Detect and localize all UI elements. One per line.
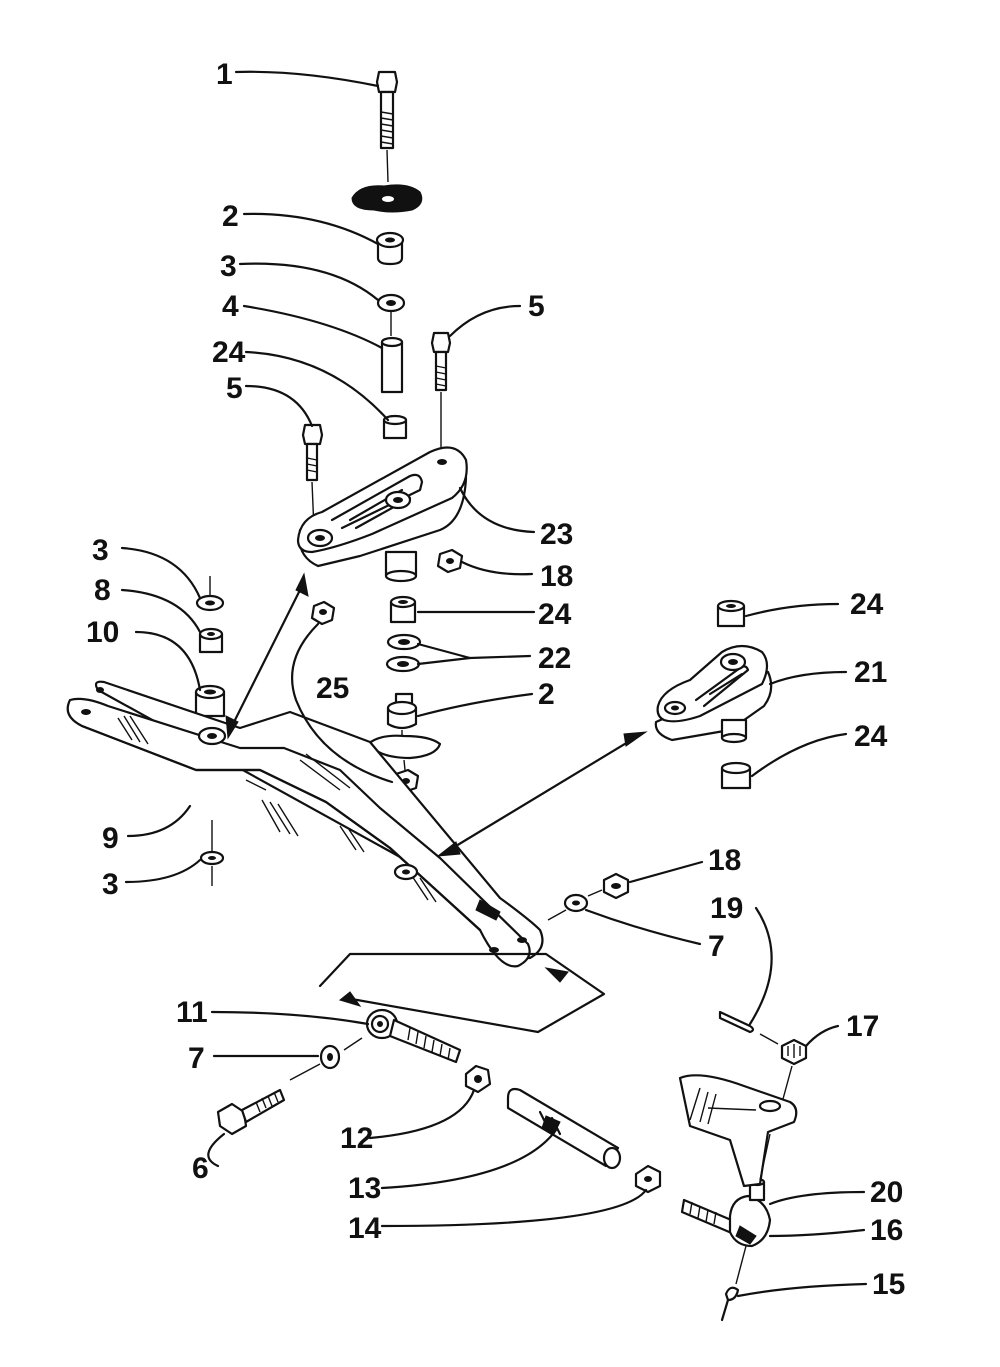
callout-15: 15	[872, 1268, 905, 1301]
part-bushing-24-right-top	[716, 599, 746, 628]
part-pivot-bracket-23	[296, 446, 468, 583]
part-bushing-8	[198, 627, 224, 654]
callout-8: 8	[94, 574, 111, 607]
part-washer-7-left	[319, 1044, 341, 1070]
callout-7-left: 7	[188, 1042, 205, 1075]
callout-23: 23	[540, 518, 573, 551]
callout-labels: 1 2 3 4 5 24 5 23 18 3 8 10 24 22 25 2 2…	[86, 58, 905, 1301]
callout-5-right: 5	[528, 290, 545, 323]
part-washer-3-bottom	[199, 850, 225, 866]
part-bolt-5-right	[430, 331, 452, 392]
part-nut-14	[634, 1164, 662, 1194]
part-cotter-pin-19	[718, 1010, 755, 1034]
callout-6: 6	[192, 1152, 209, 1185]
part-bushing-24-right-bottom	[720, 761, 752, 790]
assembly-arrow-left	[225, 572, 309, 740]
part-bushing-24-top	[382, 414, 408, 440]
detail-bracket	[318, 952, 606, 1034]
part-washer-3-left	[195, 594, 225, 612]
callout-5-left: 5	[226, 372, 243, 405]
part-bushing-10	[194, 684, 226, 718]
part-bolt-1	[375, 70, 399, 150]
callout-4: 4	[222, 290, 239, 323]
part-nut-18-lower	[602, 872, 630, 900]
callout-17: 17	[846, 1010, 879, 1043]
part-spindle-arm-20	[678, 1074, 798, 1188]
callout-21: 21	[854, 656, 887, 689]
callout-2-top: 2	[222, 200, 239, 233]
part-tie-rod-end-16	[680, 1177, 772, 1248]
part-spacer-4	[380, 336, 404, 394]
callout-18-lower: 18	[708, 844, 741, 877]
part-nut-12	[464, 1064, 492, 1094]
callout-12: 12	[340, 1122, 373, 1155]
callout-3-top: 3	[220, 250, 237, 283]
callout-10: 10	[86, 616, 119, 649]
part-nut-18-upper	[436, 548, 464, 574]
part-arm-9	[66, 680, 544, 968]
callout-25: 25	[316, 672, 349, 705]
callout-22: 22	[538, 642, 571, 675]
callout-7-right: 7	[708, 930, 725, 963]
callout-20: 20	[870, 1176, 903, 1209]
part-rod-end-11	[365, 1008, 462, 1064]
callout-24-top: 24	[212, 336, 246, 369]
part-plate-1	[351, 184, 423, 213]
callout-2-lower: 2	[538, 678, 555, 711]
part-bushing-2-top	[375, 231, 405, 266]
callout-24-right-top: 24	[850, 588, 884, 621]
part-nut-25-upper	[310, 600, 336, 626]
callout-1: 1	[216, 58, 233, 91]
part-washer-7-right	[563, 893, 589, 913]
part-bushing-24-mid	[389, 595, 417, 624]
part-bolt-5-left	[301, 423, 324, 482]
callout-24-right-bottom: 24	[854, 720, 888, 753]
callout-19: 19	[710, 892, 743, 925]
callout-11: 11	[176, 996, 208, 1029]
part-castle-nut-17	[780, 1038, 808, 1066]
callout-3-left: 3	[92, 534, 109, 567]
callout-14: 14	[348, 1212, 382, 1245]
leader-lines	[120, 70, 868, 1298]
callout-24-mid: 24	[538, 598, 572, 631]
leader-25	[291, 622, 394, 784]
part-bracket-21	[654, 644, 773, 744]
callout-18-upper: 18	[540, 560, 573, 593]
callout-13: 13	[348, 1172, 381, 1205]
callout-16: 16	[870, 1214, 903, 1247]
assembly-arrow-right	[436, 731, 648, 857]
part-cotter-15	[720, 1286, 740, 1322]
callout-3-bottom: 3	[102, 868, 119, 901]
callout-9: 9	[102, 822, 119, 855]
part-bolt-6	[216, 1088, 286, 1136]
part-washer-3-top	[376, 293, 406, 313]
part-plate-lower	[366, 734, 442, 760]
part-sleeve-13	[506, 1087, 622, 1170]
part-washers-22	[385, 633, 422, 673]
part-bushing-2-lower	[386, 692, 418, 730]
